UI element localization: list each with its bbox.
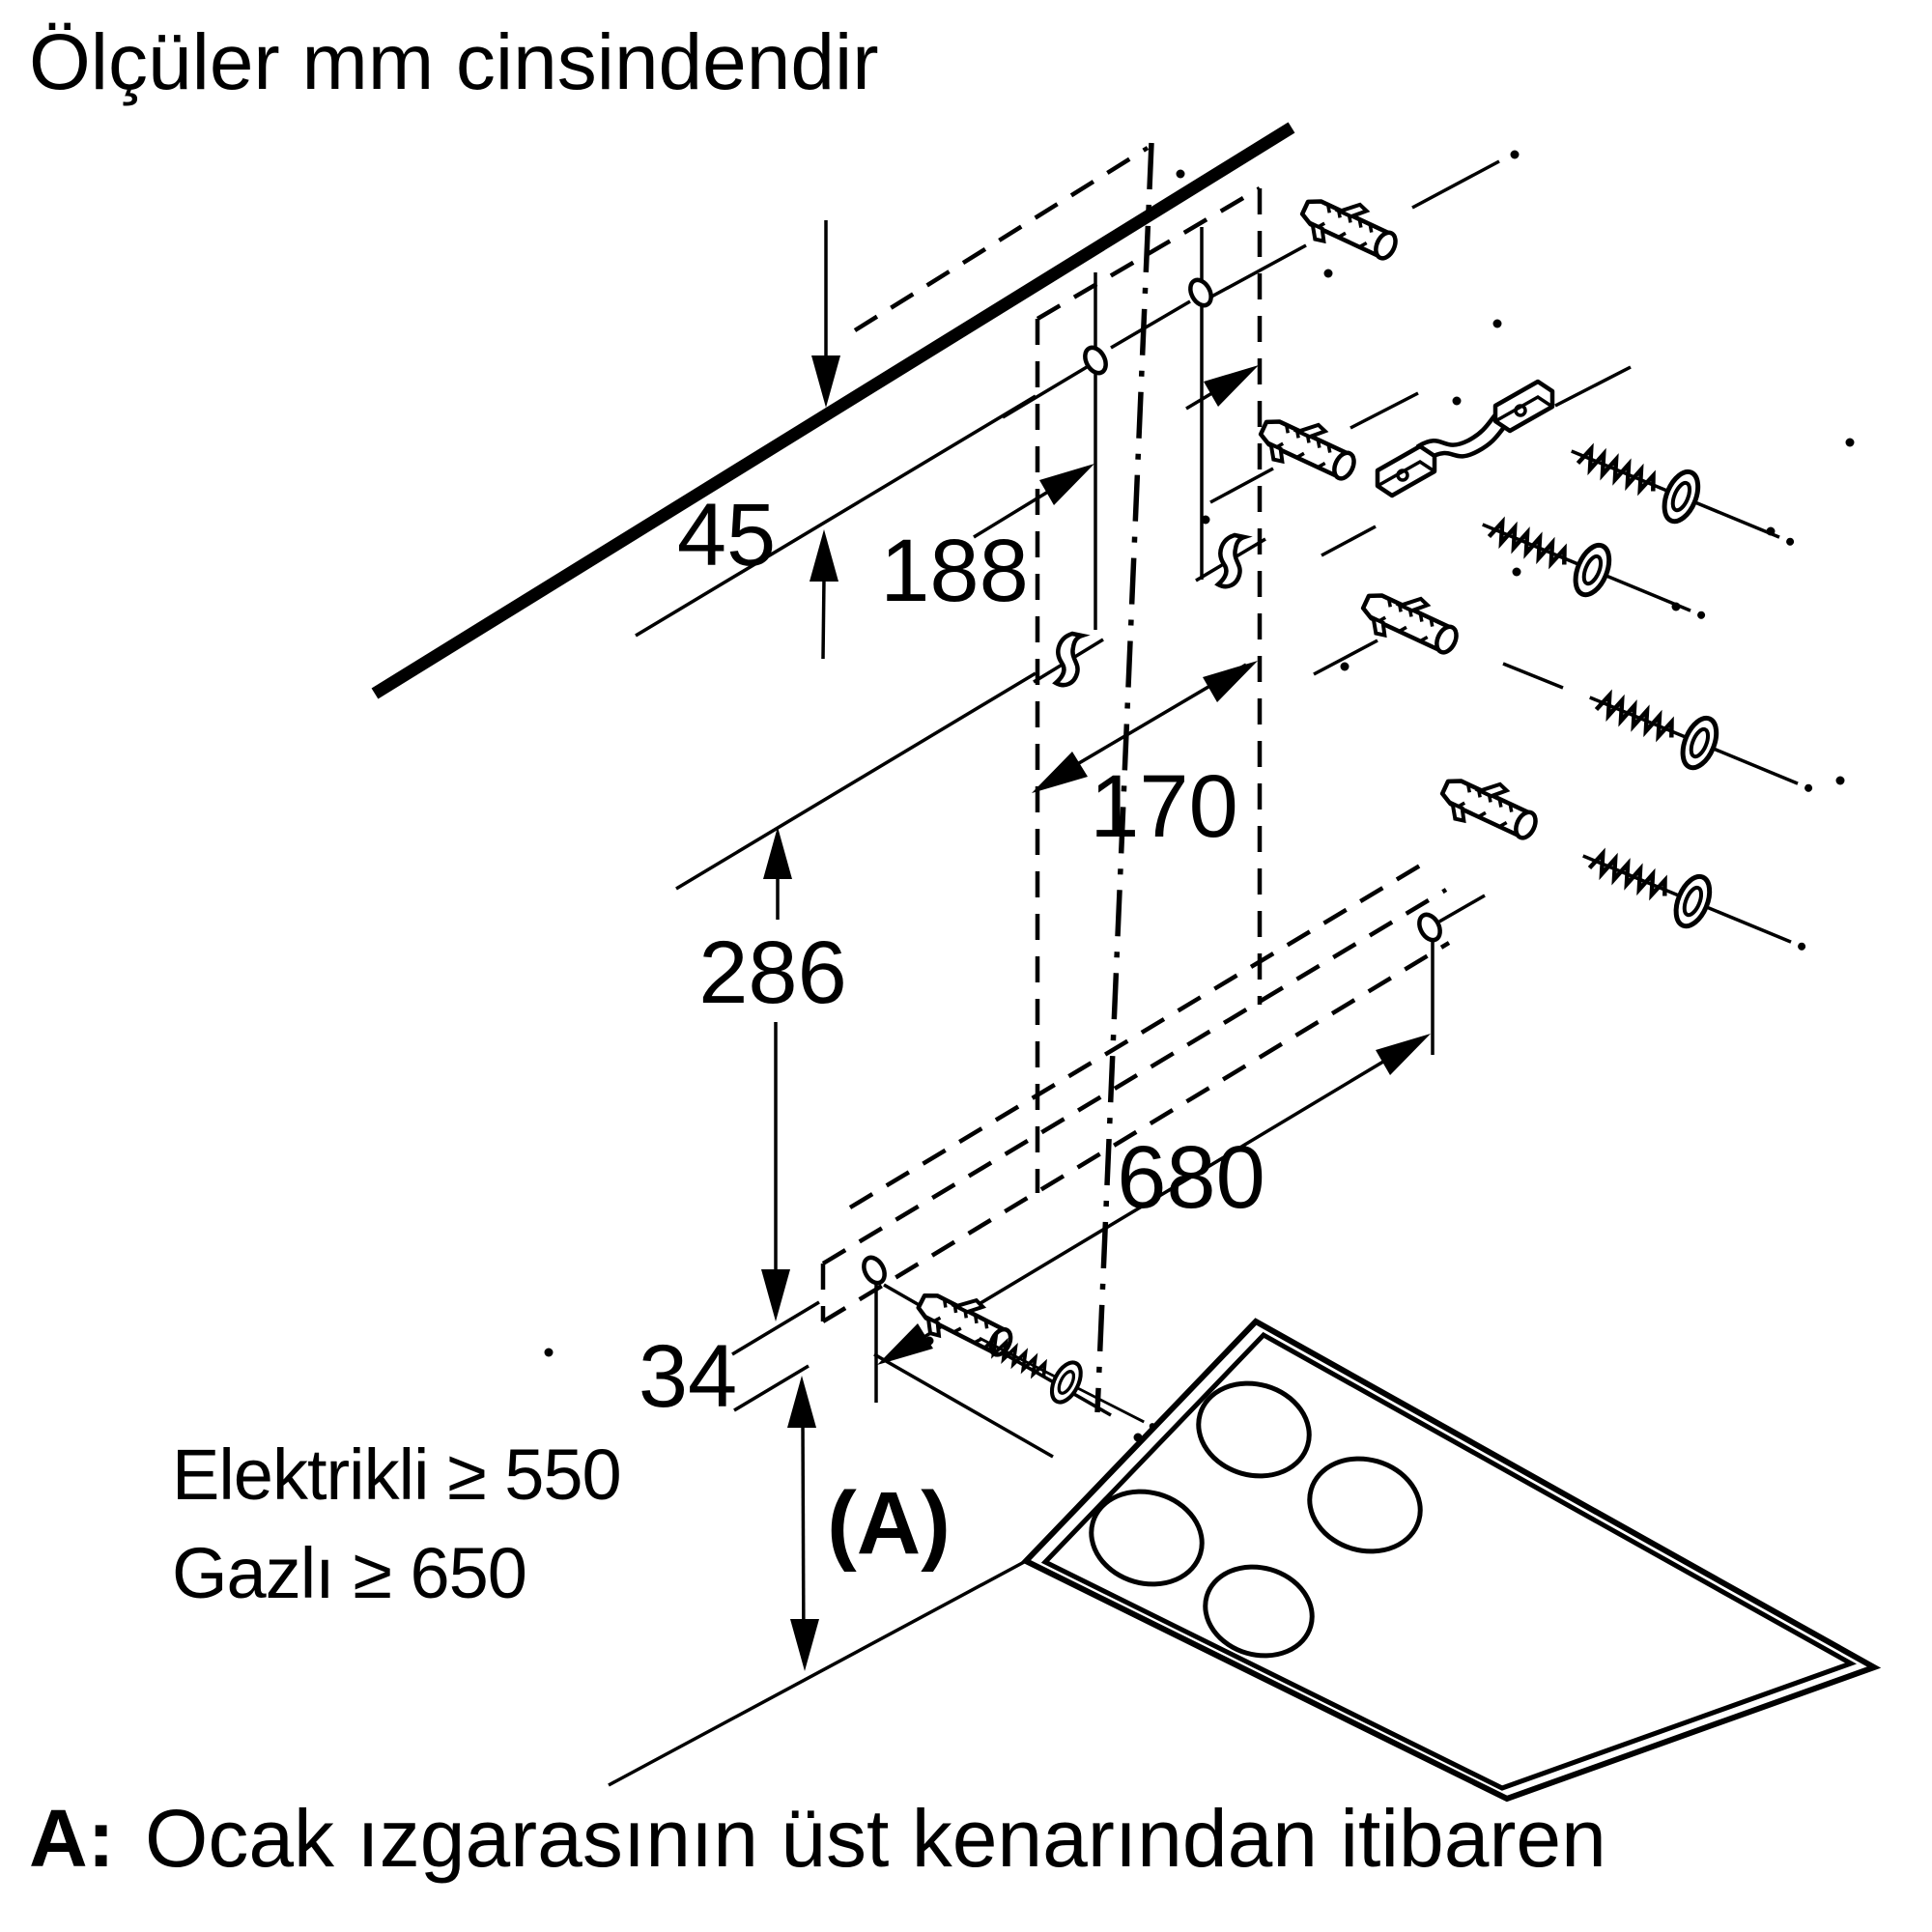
dimension-45 <box>810 220 840 660</box>
drill-hole <box>1188 277 1213 308</box>
arrow-downleft-icon <box>877 1323 933 1365</box>
dimension-188 <box>973 365 1259 539</box>
reference-A-label: (A) <box>827 1474 951 1573</box>
arrow-up-icon <box>763 827 792 879</box>
drill-hole <box>862 1255 887 1286</box>
burner <box>1196 1380 1312 1479</box>
reference-dots <box>544 150 1855 1442</box>
arrow-upright-icon <box>1039 464 1094 505</box>
hood-bottom-line <box>733 1364 810 1412</box>
rail-hole-line <box>731 1300 820 1356</box>
dim-286-label: 286 <box>698 923 847 1022</box>
dimension-680 <box>877 1034 1431 1365</box>
center-axis <box>1094 142 1154 1413</box>
page-title: Ölçüler mm cinsindendir <box>29 18 879 106</box>
clearance-gas-label: Gazlı ≥ 650 <box>172 1533 526 1613</box>
hood-back-bottom-edge <box>848 864 1422 1209</box>
template-top-edge <box>853 146 1150 332</box>
arrow-down-icon <box>761 1269 790 1321</box>
cooktop <box>1021 1318 1882 1803</box>
rail-bottom-edge <box>821 941 1451 1323</box>
hood-bottom-depth-line <box>873 1352 1054 1459</box>
clearance-electric-label: Elektrikli ≥ 550 <box>172 1435 621 1515</box>
drill-hole <box>1417 912 1442 943</box>
burner <box>1203 1564 1315 1659</box>
hood-top-line <box>635 394 1037 638</box>
dim-45-label: 45 <box>677 486 776 584</box>
arrow-up-icon <box>810 529 838 582</box>
dimension-286 <box>761 827 792 1321</box>
arrow-up-icon <box>787 1376 816 1428</box>
arrow-upright-icon <box>1203 661 1258 702</box>
hole-a-diagonal-leader <box>1002 365 1088 419</box>
dim-680-label: 680 <box>1117 1128 1265 1227</box>
cooktop-inner-rim <box>1040 1331 1858 1791</box>
lower-mounting-rail <box>820 864 1451 1323</box>
wall-plug <box>1435 764 1545 851</box>
wall-plug <box>1294 185 1405 271</box>
arrow-upright-icon <box>1204 365 1259 407</box>
arrow-upright-icon <box>1376 1034 1431 1075</box>
hob-level-line <box>608 1559 1027 1787</box>
dimension-A <box>787 1376 819 1671</box>
rail-top-edge <box>821 888 1448 1265</box>
hanging-hook <box>1218 535 1244 586</box>
burner <box>1089 1489 1205 1587</box>
hole-b-diagonal-leader <box>1110 299 1191 350</box>
drill-hole <box>1083 345 1108 376</box>
arrow-down-icon <box>790 1619 819 1671</box>
wall-plug <box>1355 579 1465 666</box>
arrow-down-icon <box>811 355 840 408</box>
dimension-170 <box>1032 661 1258 793</box>
burner <box>1307 1456 1423 1554</box>
screw <box>1579 673 1822 813</box>
dim-34-label: 34 <box>639 1327 737 1426</box>
hook-level-line <box>675 671 1037 891</box>
mounting-bracket <box>1375 379 1555 498</box>
cooktop-outer-rim <box>1021 1318 1882 1803</box>
wall-plug <box>1253 405 1363 492</box>
hanging-hook <box>1056 634 1082 685</box>
dim-170-label: 170 <box>1090 757 1238 856</box>
screw <box>1573 832 1815 972</box>
ceiling-line <box>371 122 1295 699</box>
footnote-text: Ocak ızgarasının üst kenarından itibaren <box>145 1793 1606 1884</box>
arrow-downleft-icon <box>1032 752 1088 793</box>
dim-188-label: 188 <box>880 522 1029 620</box>
drill-holes <box>862 277 1442 1286</box>
hardware-leaders <box>883 159 1632 1417</box>
footnote-key: A: <box>29 1793 115 1884</box>
